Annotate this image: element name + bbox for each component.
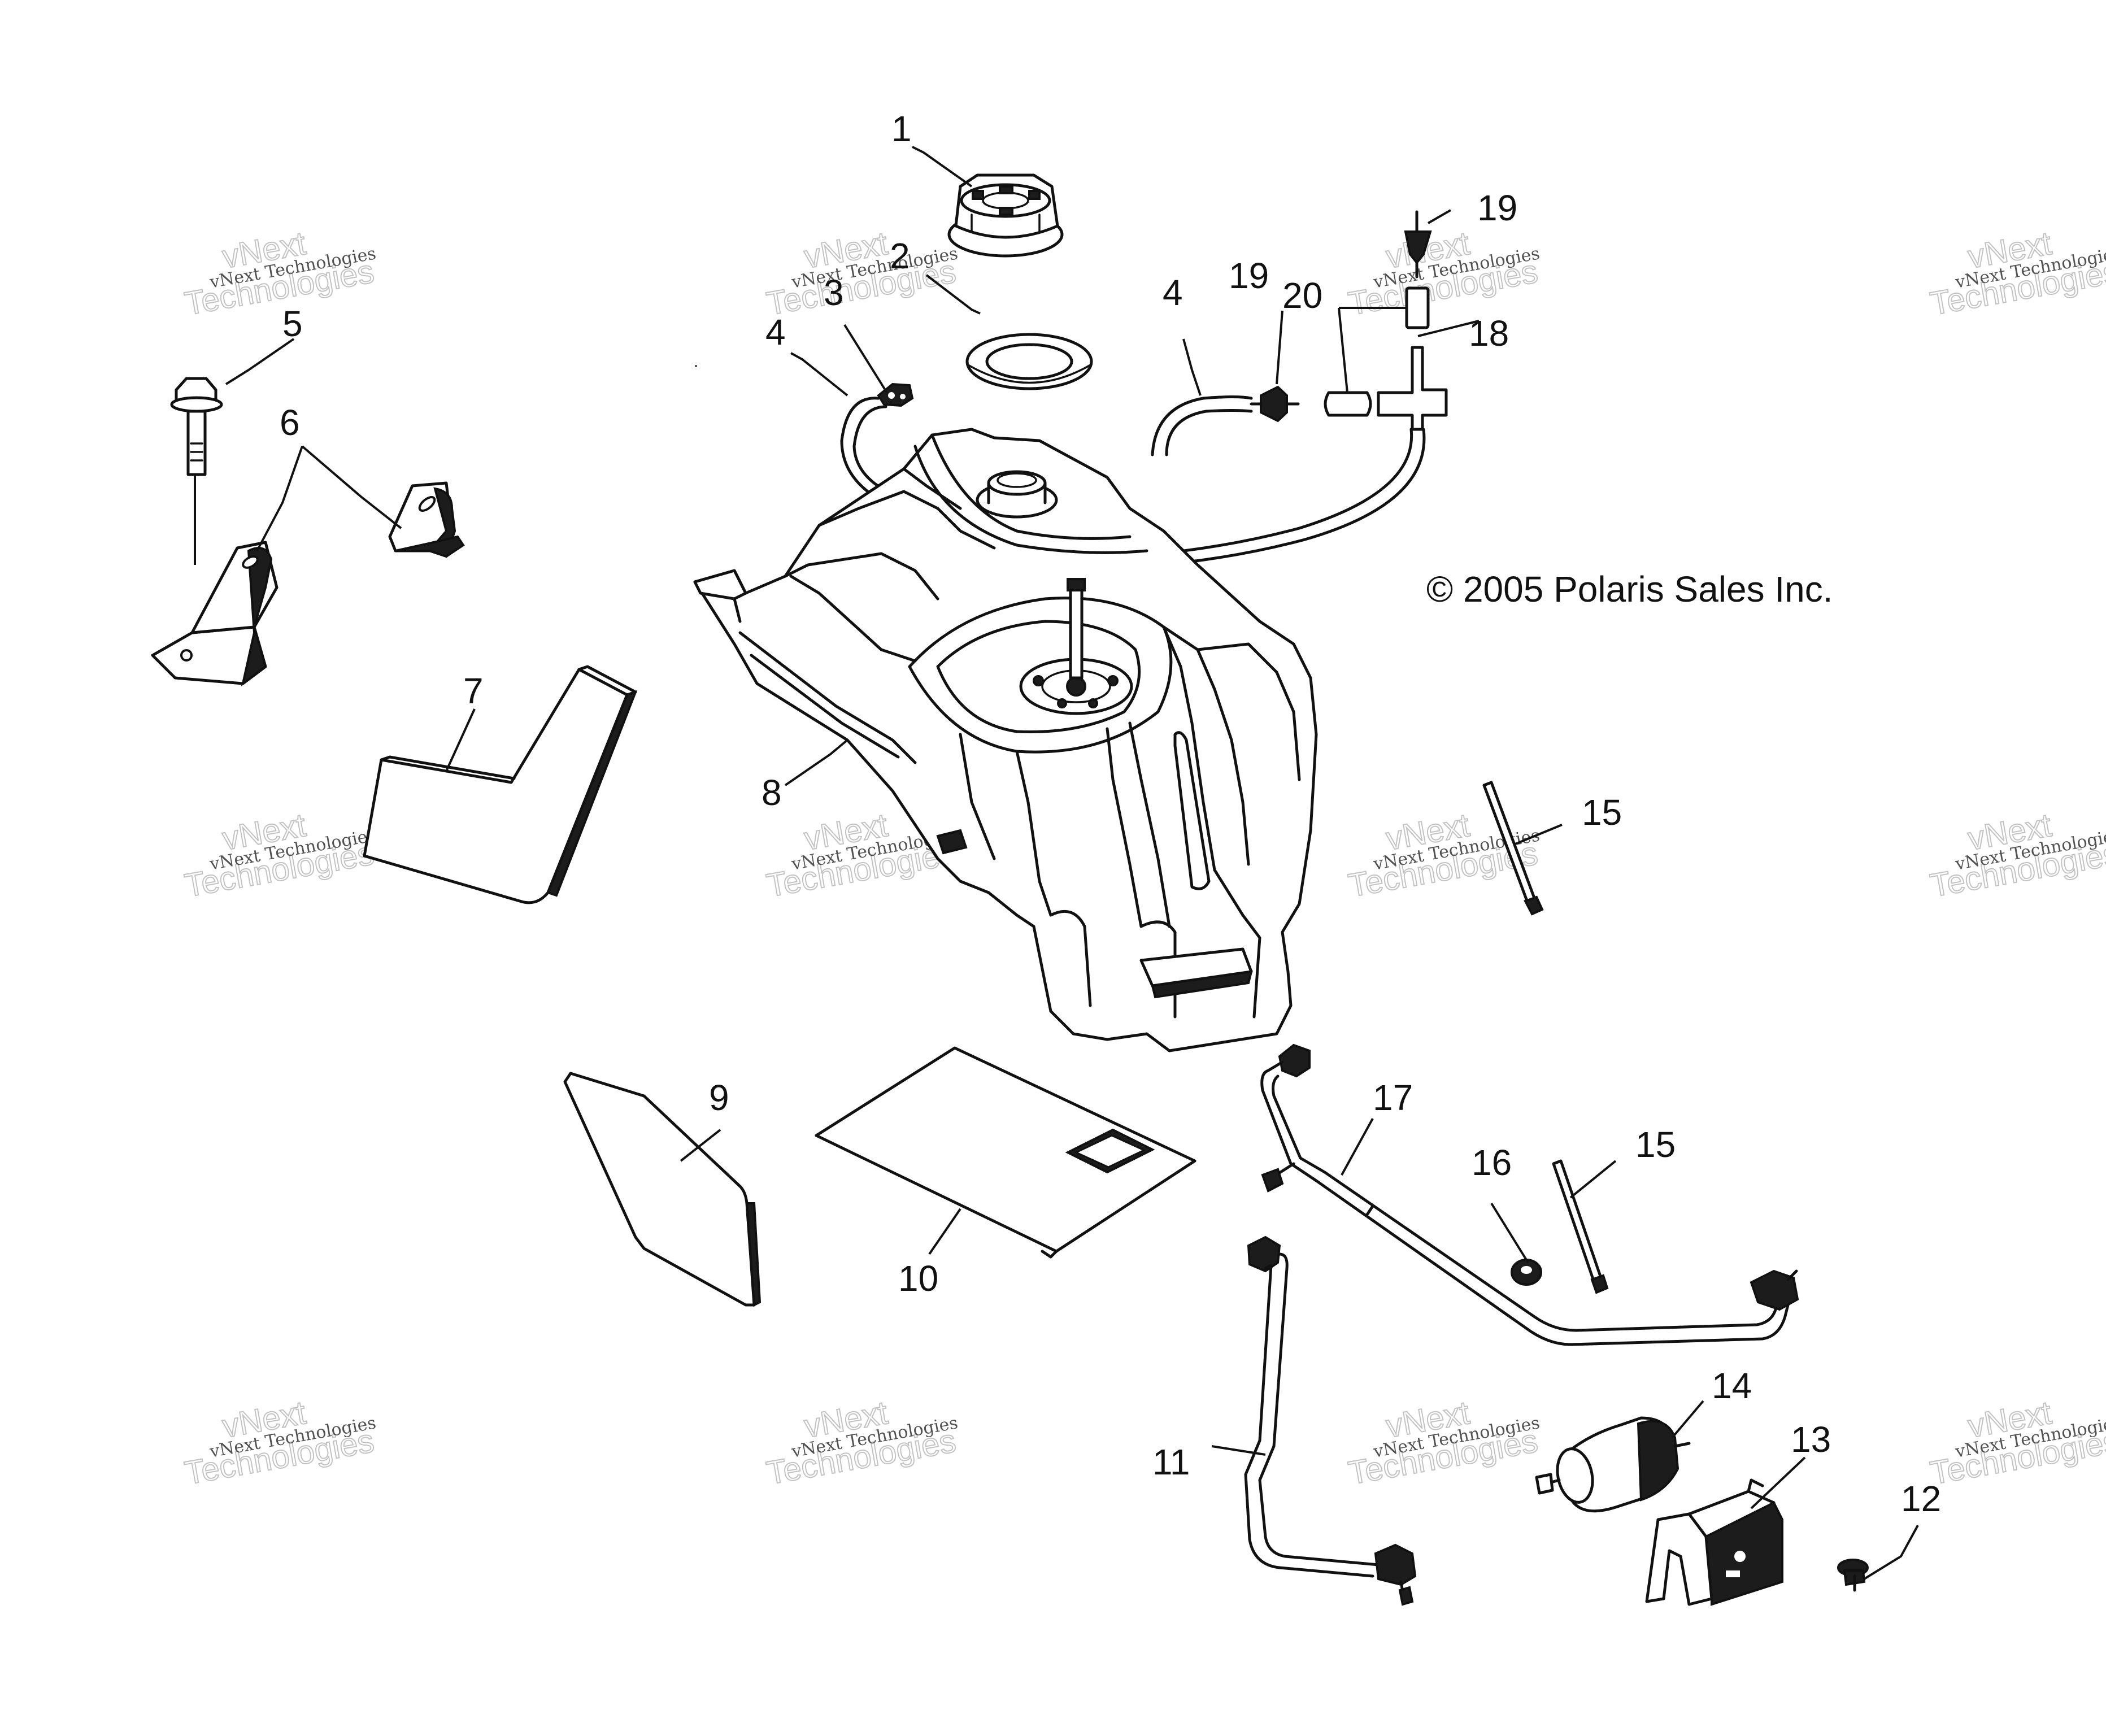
callout-2: 2	[890, 236, 910, 276]
callout-16: 16	[1472, 1142, 1512, 1183]
part-19-check-valve-top	[1404, 210, 1432, 279]
stray-mark	[695, 365, 697, 367]
callout-13: 13	[1791, 1419, 1831, 1460]
part-15-cable-tie-lower	[1552, 1159, 1609, 1294]
part-1-fuel-cap	[947, 173, 1064, 258]
watermark-3: vNext Technologies vNext Technologies	[1345, 224, 1541, 323]
part-20-hose-section-vertical	[1405, 286, 1430, 329]
part-8-fuel-tank	[693, 428, 1318, 1052]
watermark-10: vNext Technologies vNext Technologies	[763, 1394, 959, 1493]
watermark-4: vNext Technologies vNext Technologies	[1927, 224, 2106, 323]
callout-14: 14	[1712, 1365, 1752, 1406]
callout-4-left: 4	[765, 312, 786, 353]
callout-17: 17	[1373, 1077, 1413, 1118]
part-13-filter-bracket	[1645, 1478, 1783, 1606]
part-7-foam-pad	[363, 665, 638, 904]
part-15-cable-tie-upper	[1482, 781, 1544, 916]
callout-12: 12	[1901, 1478, 1941, 1519]
part-20-hose-section-horizontal	[1324, 391, 1372, 417]
callout-18: 18	[1469, 313, 1509, 354]
part-5-mounting-bolt	[170, 377, 223, 565]
callout-11: 11	[1152, 1442, 1190, 1482]
callout-10: 10	[898, 1258, 938, 1299]
callout-1: 1	[891, 108, 912, 149]
watermark-12: vNext Technologies vNext Technologies	[1927, 1394, 2106, 1493]
part-3-vent-fitting	[877, 382, 914, 407]
callout-15-lower: 15	[1635, 1124, 1676, 1165]
copyright-notice: © 2005 Polaris Sales Inc.	[1426, 569, 1833, 610]
watermark-1: vNext Technologies vNext Technologies	[181, 224, 377, 323]
callout-19-top: 19	[1477, 188, 1517, 228]
callout-5: 5	[282, 303, 303, 344]
part-14-fuel-filter	[1535, 1416, 1691, 1513]
part-4-vent-hose-right	[1151, 395, 1253, 456]
callout-4-right: 4	[1163, 272, 1183, 313]
callout-19-left: 19	[1229, 255, 1269, 296]
callout-3: 3	[824, 272, 844, 313]
callout-9: 9	[709, 1077, 729, 1118]
watermark-8: vNext Technologies vNext Technologies	[1927, 806, 2106, 905]
leader-lines	[225, 146, 1919, 1580]
part-11-fuel-line	[1244, 1235, 1417, 1606]
watermark-2: vNext Technologies vNext Technologies	[763, 224, 959, 323]
callout-15-upper: 15	[1582, 792, 1622, 833]
watermark-9: vNext Technologies vNext Technologies	[181, 1394, 377, 1493]
watermark-5: vNext Technologies vNext Technologies	[181, 806, 377, 905]
callout-20: 20	[1282, 275, 1322, 316]
part-19-check-valve-left	[1250, 385, 1300, 423]
part-2-cap-gasket	[965, 333, 1093, 390]
callout-7: 7	[463, 671, 484, 711]
part-16-line-clamp	[1511, 1259, 1542, 1286]
callout-8: 8	[762, 772, 782, 813]
callout-labels: 1 2 3 4 4 5 6 7 8 9 10 11 12 13 14 15 15…	[280, 108, 1941, 1519]
part-6-bracket-right	[388, 481, 465, 558]
part-12-screw	[1837, 1559, 1869, 1592]
callout-6: 6	[280, 402, 300, 443]
part-9-pad	[563, 1072, 762, 1307]
watermark-11: vNext Technologies vNext Technologies	[1345, 1394, 1541, 1493]
part-10-plate	[815, 1046, 1196, 1259]
part-17-fuel-line	[1260, 1043, 1799, 1346]
part-18-tee-fitting	[1377, 346, 1448, 431]
part-6-bracket-left	[151, 541, 279, 686]
